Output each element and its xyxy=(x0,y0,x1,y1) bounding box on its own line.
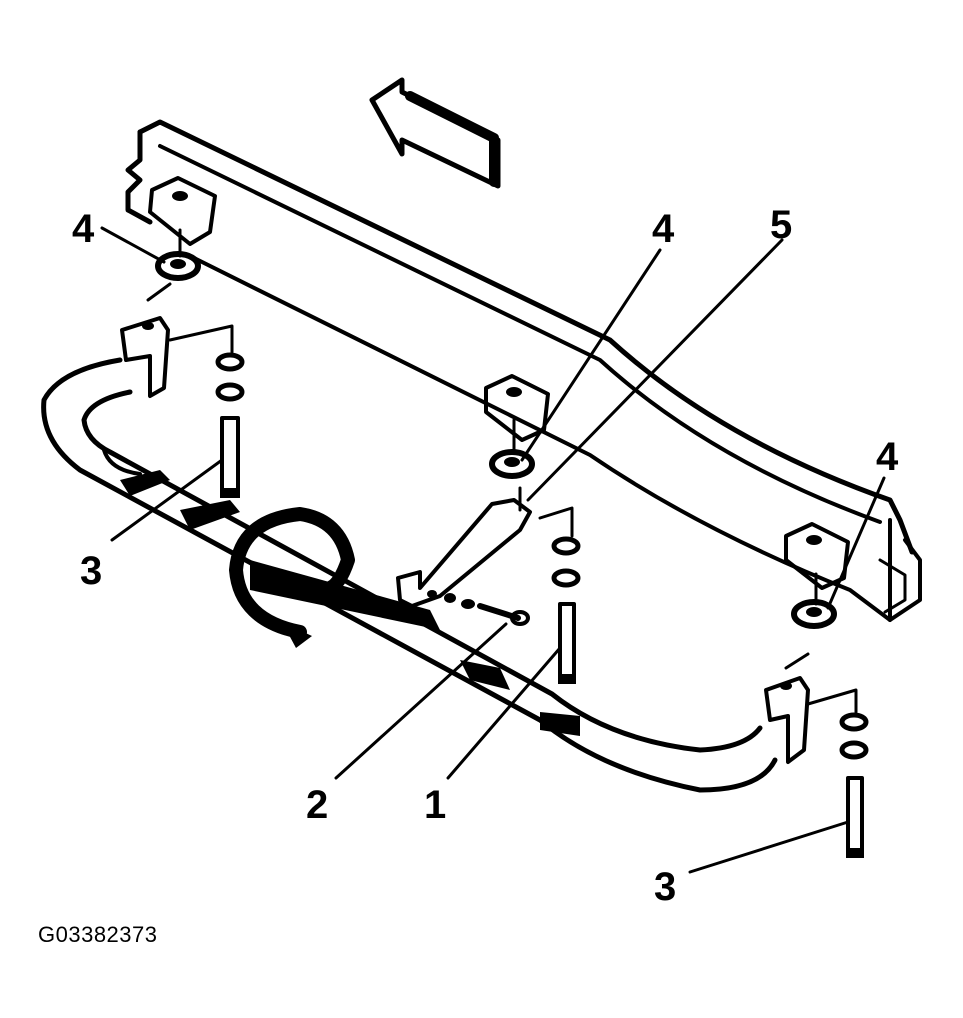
frame-bracket-mid xyxy=(484,374,550,442)
bolt-mid xyxy=(538,506,581,684)
link-bolt xyxy=(444,593,530,626)
figure-id: G03382373 xyxy=(38,922,158,947)
callout-4-mid: 4 xyxy=(652,207,675,251)
frame-bracket-left xyxy=(148,176,217,246)
callout-4-right: 4 xyxy=(876,435,899,479)
callout-4-left: 4 xyxy=(72,207,95,251)
frame-bracket-right xyxy=(784,522,850,590)
bushing-mid xyxy=(489,418,535,479)
callout-3-left: 3 xyxy=(80,549,102,593)
callout-3-right: 3 xyxy=(654,865,676,909)
front-direction-arrow-icon xyxy=(369,77,501,189)
callout-1: 1 xyxy=(424,783,446,827)
bushing-left xyxy=(155,228,201,281)
callout-2: 2 xyxy=(306,783,328,827)
bar-clamp-right xyxy=(764,652,810,764)
stabilizer-bar xyxy=(41,357,778,793)
bushing-right xyxy=(791,572,837,629)
leader-lines xyxy=(100,226,886,874)
callout-5: 5 xyxy=(770,203,792,247)
rotation-arrow-icon xyxy=(229,507,355,648)
bar-clamp-left xyxy=(120,282,172,398)
link-arm xyxy=(396,486,532,608)
bolt-left xyxy=(168,324,245,498)
bolt-right xyxy=(806,688,869,858)
frame-crossmember xyxy=(125,119,922,622)
